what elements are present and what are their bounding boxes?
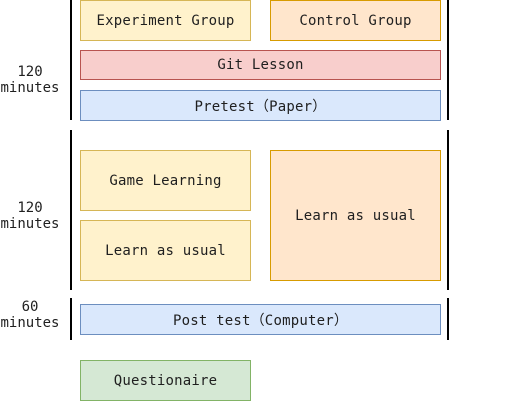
phase-1-left-bracket xyxy=(70,0,72,120)
post-test-step: Post test（Computer） xyxy=(80,304,441,335)
phase-3-duration: 60 minutes xyxy=(0,299,60,331)
phase-1-duration: 120 minutes xyxy=(0,64,60,96)
game-learning-step: Game Learning xyxy=(80,150,251,211)
experiment-group-header: Experiment Group xyxy=(80,0,251,41)
phase-3-left-bracket xyxy=(70,298,72,340)
experiment-learn-as-usual-step: Learn as usual xyxy=(80,220,251,281)
control-group-header: Control Group xyxy=(270,0,441,41)
git-lesson-step: Git Lesson xyxy=(80,50,441,80)
phase-2-left-bracket xyxy=(70,130,72,290)
pretest-step: Pretest（Paper） xyxy=(80,90,441,121)
phase-1-right-bracket xyxy=(447,0,449,120)
phase-3-right-bracket xyxy=(447,298,449,340)
phase-2-duration: 120 minutes xyxy=(0,200,60,232)
control-learn-as-usual-step: Learn as usual xyxy=(270,150,441,281)
questionaire-step: Questionaire xyxy=(80,360,251,401)
phase-2-right-bracket xyxy=(447,130,449,290)
